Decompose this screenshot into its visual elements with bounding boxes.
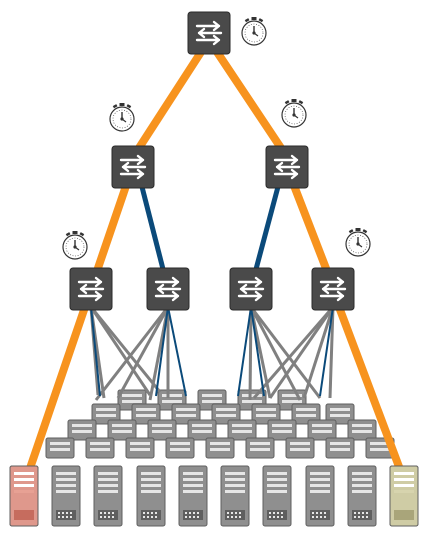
server-stack-front xyxy=(9,465,419,527)
server-icon-back xyxy=(45,437,75,459)
server-tower-icon xyxy=(262,465,292,527)
server-uplink xyxy=(167,306,187,397)
server-icon-back xyxy=(165,437,195,459)
server-uplink xyxy=(90,306,101,397)
highlighted-path-link xyxy=(93,181,131,273)
server-uplink xyxy=(319,306,334,397)
highlighted-path-link xyxy=(22,305,89,482)
aggregation-switch-icon xyxy=(264,144,310,190)
stopwatch-icon xyxy=(109,102,135,132)
cross-link xyxy=(302,306,335,399)
core-switch-icon xyxy=(186,10,232,56)
switches-layer xyxy=(68,10,356,312)
access-switch-icon xyxy=(228,266,274,312)
server-icon-back xyxy=(227,419,257,441)
cross-link xyxy=(249,306,302,401)
server-uplink xyxy=(250,306,265,397)
highlighted-path-link xyxy=(211,46,287,154)
server-icon-back xyxy=(67,419,97,441)
server-icon-back xyxy=(147,419,177,441)
aggregation-uplink xyxy=(138,182,167,274)
server-icon-back xyxy=(187,419,217,441)
server-icon-back xyxy=(125,437,155,459)
access-switch-icon xyxy=(68,266,114,312)
aggregation-uplink xyxy=(252,182,282,274)
server-icon-back xyxy=(245,437,275,459)
links-layer xyxy=(22,46,408,482)
cross-link xyxy=(94,306,170,401)
server-icon-back xyxy=(285,437,315,459)
server-icon-back xyxy=(85,437,115,459)
server-tower-icon xyxy=(305,465,335,527)
aggregation-switch-icon xyxy=(110,144,156,190)
server-icon-back xyxy=(267,419,297,441)
server-tower-icon xyxy=(347,465,377,527)
cross-link xyxy=(268,306,335,399)
server-icon-back xyxy=(347,419,377,441)
server-icon-back xyxy=(325,437,355,459)
cross-link xyxy=(248,306,253,401)
highlighted-path-link xyxy=(335,305,408,482)
server-uplink xyxy=(155,306,169,397)
server-icon-back xyxy=(307,419,337,441)
server-icon-back xyxy=(205,437,235,459)
server-tower-icon xyxy=(220,465,250,527)
server-tower-icon xyxy=(93,465,123,527)
highlighted-path-link xyxy=(289,181,331,273)
server-tower-icon xyxy=(178,465,208,527)
stopwatch-icon xyxy=(62,230,88,260)
highlighted-path-link xyxy=(133,46,207,154)
cross-link xyxy=(89,306,162,393)
server-icon-back xyxy=(107,419,137,441)
server-tower-icon xyxy=(136,465,166,527)
destination-server-icon xyxy=(389,465,419,527)
server-tower-icon xyxy=(51,465,81,527)
server-stack-back xyxy=(45,389,395,459)
server-uplink xyxy=(237,306,252,397)
cross-link xyxy=(89,306,152,396)
access-switch-icon xyxy=(145,266,191,312)
stopwatch-icon xyxy=(345,227,371,257)
cross-link xyxy=(328,306,335,399)
cross-link xyxy=(252,306,335,399)
source-server-icon xyxy=(9,465,39,527)
stopwatch-icon xyxy=(241,16,267,46)
access-switch-icon xyxy=(310,266,356,312)
cross-link xyxy=(116,306,170,399)
stopwatch-icon xyxy=(281,98,307,128)
